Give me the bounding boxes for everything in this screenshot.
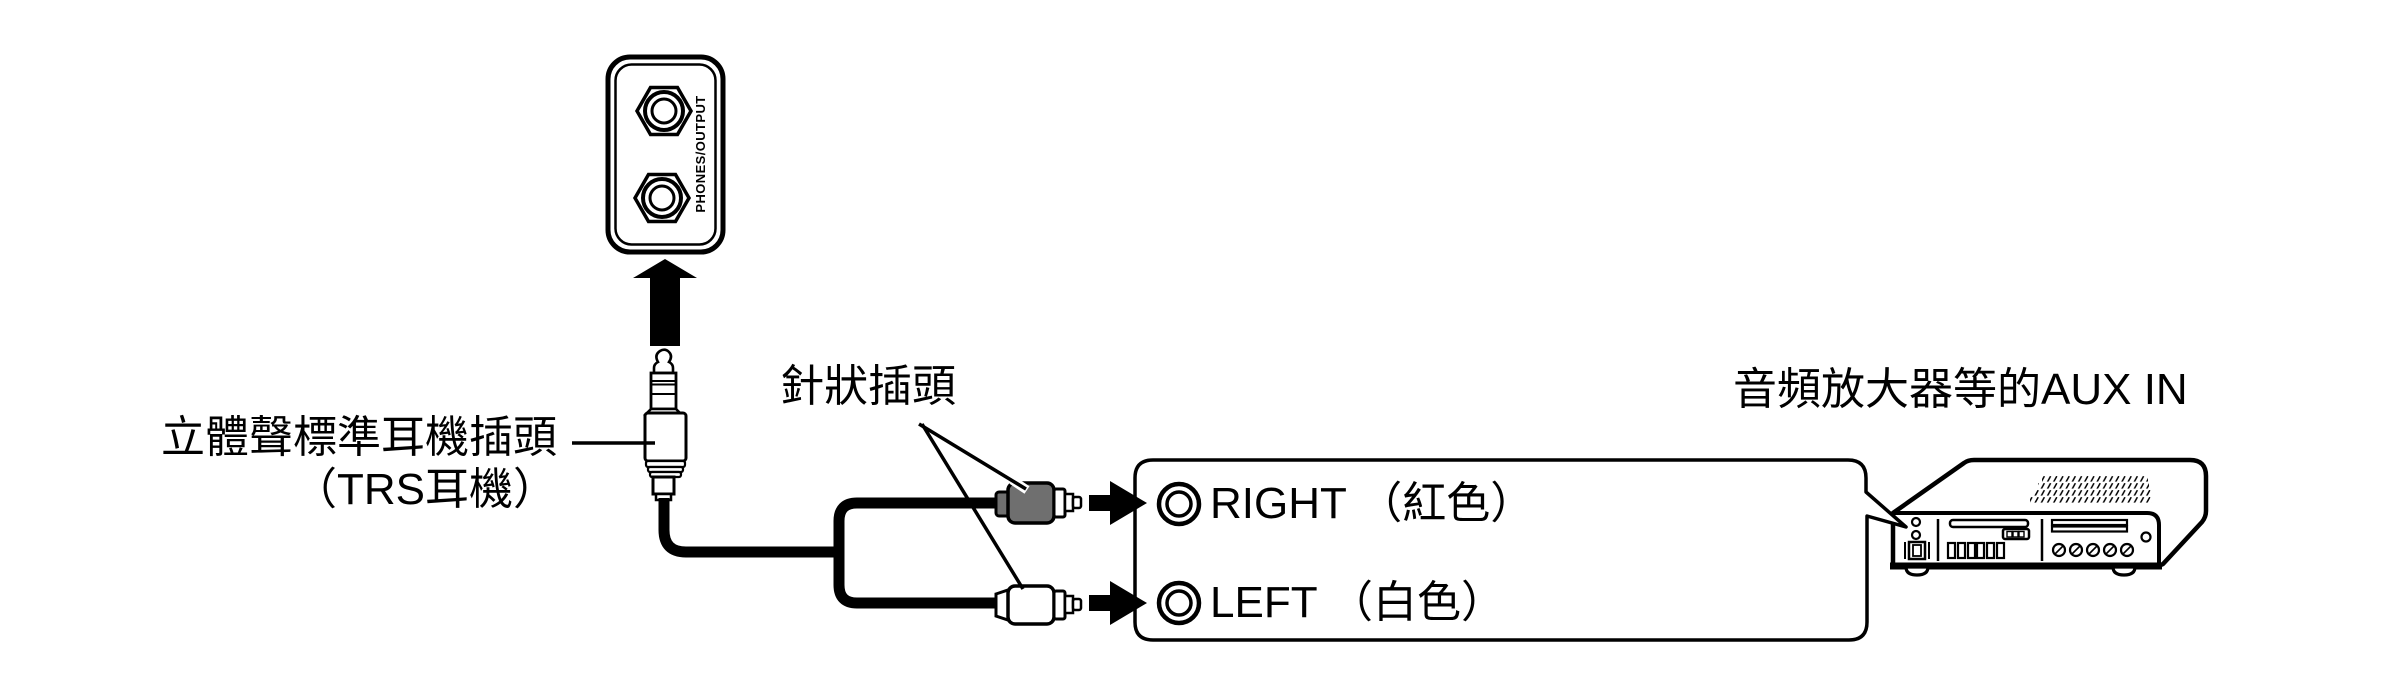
- amp-knobs: [2051, 542, 2135, 558]
- aux-input-left-label: LEFT （白色）: [1210, 578, 1506, 627]
- trs-plug: [642, 348, 688, 502]
- amp-headphone-jack: [2140, 531, 2152, 543]
- rca-plug-white: [994, 584, 1083, 626]
- callout-box: [1133, 458, 1908, 642]
- amp-tape-slot: [2050, 518, 2129, 533]
- amp-foot-right: [2111, 565, 2137, 577]
- cable-split: [833, 497, 1002, 609]
- amp-display: [2001, 527, 2031, 541]
- aux-input-right-label: RIGHT （紅色）: [1210, 479, 1535, 528]
- amplifier: [1890, 457, 2209, 577]
- amp-foot-left: [1904, 565, 1930, 577]
- rca-plug-red: [994, 481, 1083, 525]
- cable-main: [658, 498, 840, 558]
- panel-label: PHONES/OUTPUT: [693, 95, 708, 213]
- right-arrow-icon-top: [1089, 481, 1147, 525]
- pin-plug-leader-lines: [918, 422, 1030, 590]
- trs-plug-label: 立體聲標準耳機插頭 （TRS耳機）: [97, 412, 557, 516]
- amp-buttons: [1946, 541, 2006, 560]
- phone-jack-icon-bottom: [632, 172, 692, 224]
- pin-plugs-label: 針狀插頭: [780, 362, 956, 411]
- rca-jack-icon-left: [1156, 580, 1202, 626]
- amplifier-label: 音頻放大器等的AUX IN: [1733, 365, 2188, 414]
- amp-disc-slot: [1948, 518, 2030, 529]
- amp-aux-jack-bottom: [1910, 529, 1922, 541]
- right-arrow-icon-bottom: [1089, 581, 1147, 625]
- amp-power-button: [1904, 540, 1930, 561]
- amp-vents: [2030, 476, 2152, 503]
- up-arrow-icon: [633, 259, 697, 346]
- trs-plug-label-line1: 立體聲標準耳機插頭: [161, 413, 557, 462]
- trs-plug-label-line2: （TRS耳機）: [293, 465, 557, 514]
- phones-output-panel: [605, 54, 726, 255]
- amp-aux-jack-top: [1910, 516, 1922, 528]
- phone-jack-icon-top: [634, 85, 694, 137]
- rca-jack-icon-right: [1156, 481, 1202, 527]
